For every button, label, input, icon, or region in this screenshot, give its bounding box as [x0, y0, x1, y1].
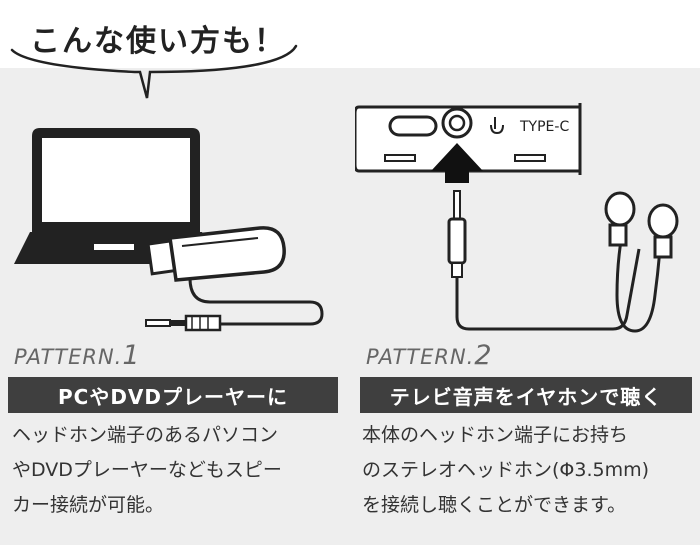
pattern-word: PATTERN.	[14, 345, 123, 369]
earphones-icon	[604, 191, 679, 333]
description-line: を接続し聴くことができます。	[362, 494, 627, 516]
laptop-icon	[14, 128, 208, 264]
description-line: ヘッドホン端子のあるパソコン	[12, 424, 279, 446]
pattern-number: 2	[474, 340, 493, 371]
audio-cable-icon	[145, 277, 324, 332]
pattern-word: PATTERN.	[366, 345, 475, 369]
pattern-1-description: ヘッドホン端子のあるパソコン やDVDプレーヤーなどもスピー カー接続が可能。	[12, 418, 282, 523]
laptop-illustration	[14, 128, 324, 332]
pattern-number: 1	[122, 340, 141, 371]
speech-bubble	[10, 44, 298, 99]
pattern-2-label: PATTERN.2	[366, 340, 493, 371]
description-line: カー接続が可能。	[12, 494, 165, 516]
device-port-label: TYPE-C	[519, 119, 569, 135]
description-line: 本体のヘッドホン端子にお持ち	[362, 424, 629, 446]
device-panel-icon: TYPE-C	[355, 103, 582, 175]
device-illustration: TYPE-C	[355, 103, 679, 333]
usb-dongle-icon	[146, 226, 286, 282]
pattern-2-description: 本体のヘッドホン端子にお持ち のステレオヘッドホン(Φ3.5mm) を接続し聴く…	[362, 418, 649, 523]
pattern-1-title: PCやDVDプレーヤーに	[8, 377, 338, 413]
headline: こんな使い方も！	[30, 24, 286, 59]
arrow-up-icon	[431, 143, 483, 183]
earphone-plug-icon	[447, 190, 641, 331]
description-line: やDVDプレーヤーなどもスピー	[12, 459, 282, 481]
pattern-2-title: テレビ音声をイヤホンで聴く	[360, 377, 692, 413]
pattern-1-label: PATTERN.1	[14, 340, 141, 371]
description-line: のステレオヘッドホン(Φ3.5mm)	[362, 459, 650, 481]
